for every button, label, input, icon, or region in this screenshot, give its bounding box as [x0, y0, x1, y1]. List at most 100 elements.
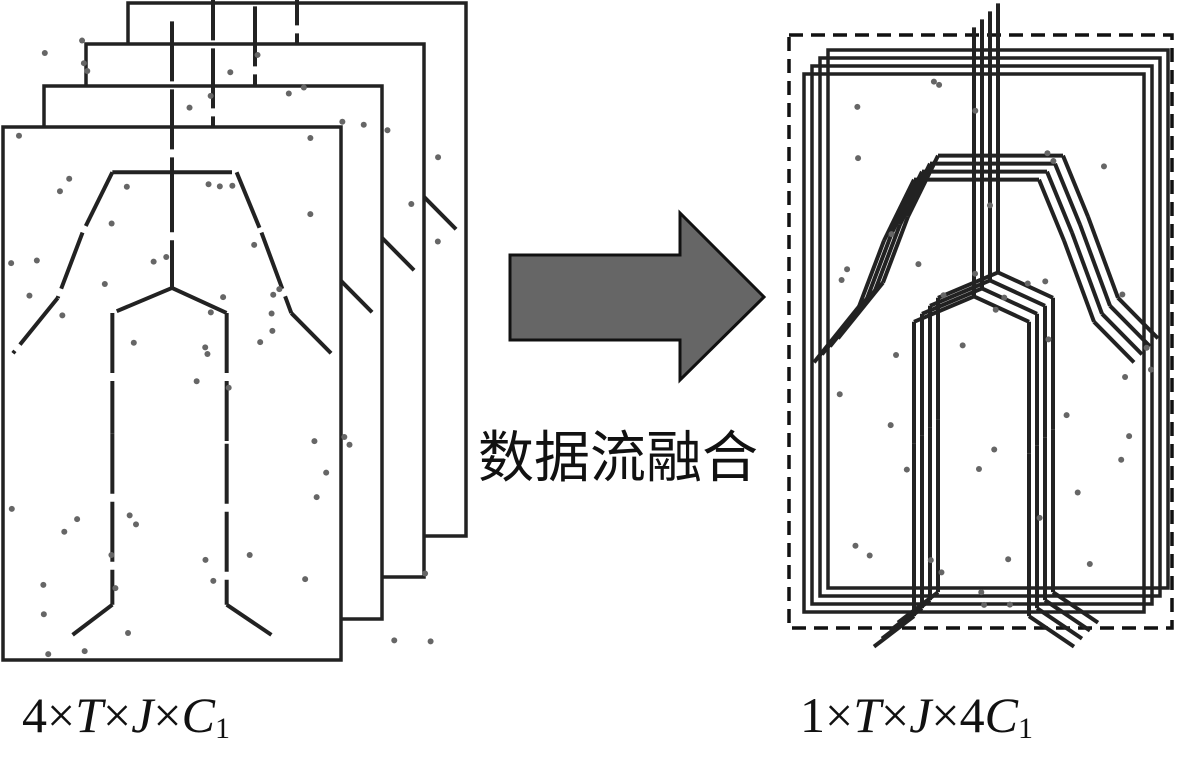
sample-point: [225, 384, 232, 391]
sample-point: [427, 638, 434, 645]
sample-point: [1036, 514, 1043, 521]
sample-point: [435, 154, 442, 161]
sample-point: [220, 294, 227, 301]
skeleton-bone: [865, 231, 894, 300]
sample-point: [15, 132, 22, 139]
output-c: C: [984, 687, 1018, 743]
sample-point: [202, 556, 209, 563]
skeleton-bone: [898, 162, 932, 226]
sample-point: [302, 576, 309, 583]
sample-point: [84, 68, 91, 75]
skeleton-bone: [1100, 312, 1144, 356]
sample-point: [986, 202, 993, 209]
sample-point: [915, 261, 922, 268]
sample-point: [207, 309, 214, 316]
sample-point: [108, 220, 115, 227]
sample-point: [254, 51, 261, 58]
sample-point: [40, 581, 47, 588]
sample-point: [1074, 489, 1081, 496]
sample-point: [80, 60, 87, 67]
sample-point: [930, 78, 937, 85]
fused-frame-stack: [787, 3, 1174, 649]
sample-point: [938, 569, 945, 576]
sample-point: [991, 446, 998, 453]
sample-point: [74, 516, 81, 523]
sample-point: [1119, 291, 1126, 298]
output-t: T: [853, 687, 882, 743]
skeleton-bone: [1092, 320, 1136, 364]
sample-point: [41, 50, 48, 57]
output-n: 1: [800, 687, 825, 743]
sample-point: [408, 200, 415, 207]
output-c-subscript: 1: [1017, 712, 1033, 745]
sample-point: [972, 107, 979, 114]
sample-point: [123, 183, 130, 190]
sample-point: [1024, 280, 1031, 287]
sample-point: [992, 306, 999, 313]
sample-point: [45, 651, 52, 658]
sample-point: [202, 344, 209, 351]
skeleton-bone: [872, 614, 916, 649]
input-j: J: [131, 687, 154, 743]
sample-point: [8, 505, 15, 512]
sample-point: [285, 90, 292, 97]
skeleton-bone: [1045, 170, 1074, 234]
fusion-arrow: [508, 209, 767, 384]
sample-point: [346, 441, 353, 448]
sample-point: [975, 465, 982, 472]
sample-point: [8, 260, 15, 267]
sample-point: [972, 270, 979, 277]
skeleton-bone: [989, 278, 1046, 308]
skeleton-bone: [80, 171, 115, 234]
skeleton-bone: [881, 215, 910, 284]
skeleton-bone: [1062, 239, 1096, 323]
sample-point: [1086, 560, 1093, 567]
sample-point: [836, 391, 843, 398]
skeleton-bone: [1086, 215, 1120, 299]
sample-point: [1118, 456, 1125, 463]
sample-point: [1050, 158, 1057, 165]
skeleton-bone: [171, 286, 228, 315]
input-frame: [1, 21, 343, 662]
skeleton-bone: [111, 286, 173, 315]
sample-point: [33, 257, 40, 264]
sample-point: [855, 155, 862, 162]
sample-point: [1045, 336, 1052, 343]
sample-point: [384, 127, 391, 134]
sample-point: [936, 81, 943, 88]
skeleton-bone: [289, 311, 333, 355]
skeleton-bone: [873, 223, 902, 292]
input-shape-caption: 4×T×J×C1: [22, 687, 230, 745]
sample-point: [888, 231, 895, 238]
skeleton-bone: [1061, 154, 1090, 218]
sample-point: [300, 84, 307, 91]
sample-point: [268, 310, 275, 317]
sample-point: [59, 312, 66, 319]
sample-point: [927, 557, 934, 564]
sample-point: [130, 339, 137, 346]
skeleton-bone: [913, 294, 975, 324]
sample-point: [323, 469, 330, 476]
skeleton-bone: [857, 239, 886, 308]
input-n: 4: [22, 687, 47, 743]
skeleton-bone: [973, 294, 1030, 324]
sample-point: [959, 342, 966, 349]
sample-point: [978, 589, 985, 596]
sample-point: [341, 433, 348, 440]
sample-point: [163, 254, 170, 261]
skeleton-bone: [1070, 231, 1104, 315]
output-shape-caption: 1×T×J×4C1: [800, 687, 1033, 745]
sample-point: [1042, 278, 1049, 285]
sample-point: [26, 292, 33, 299]
sample-point: [1044, 150, 1051, 157]
sample-point: [307, 134, 314, 141]
skeleton-bone: [225, 603, 273, 637]
sample-point: [852, 542, 859, 549]
sample-point: [216, 183, 223, 190]
sample-point: [229, 182, 236, 189]
input-c-subscript: 1: [214, 712, 230, 745]
skeleton-bone: [882, 178, 916, 242]
sample-point: [940, 292, 947, 299]
skeleton-bone: [1078, 223, 1112, 307]
sample-point: [1100, 163, 1107, 170]
